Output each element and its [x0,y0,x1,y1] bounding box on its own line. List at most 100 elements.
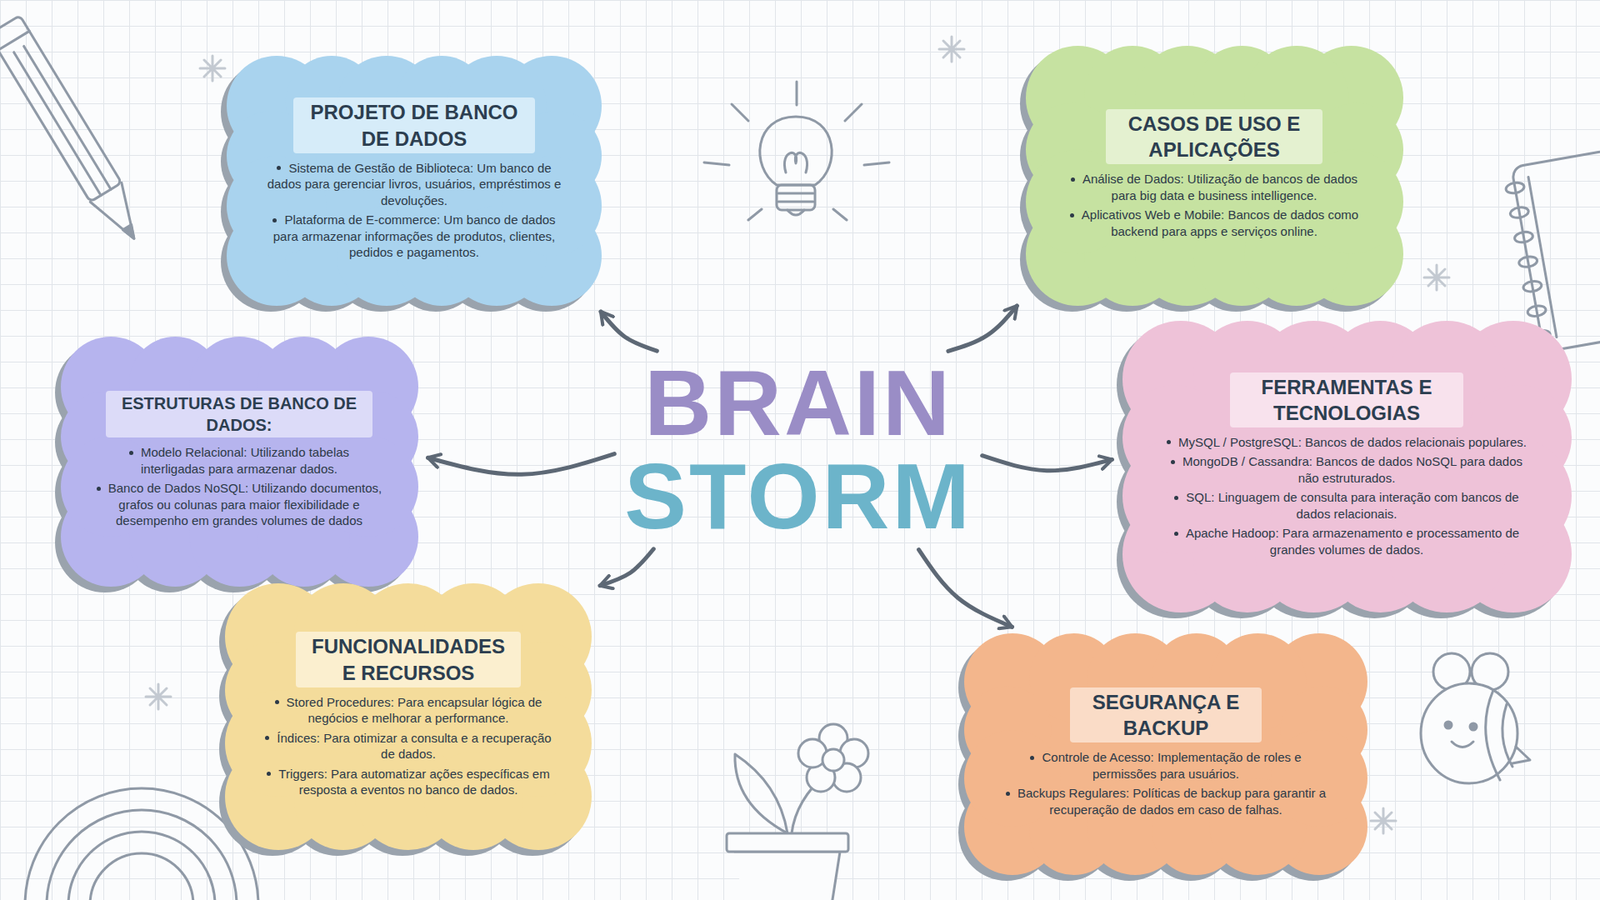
heading-row: PROJETO DE BANCO DE DADOS [262,97,566,153]
sparkle [1424,265,1450,290]
bullet-item: Controle de Acesso: Implementação de rol… [999,749,1333,782]
notebook-ring [1505,181,1525,195]
cloud-heading: FUNCIONALIDADES E RECURSOS [295,631,521,687]
heading-row: FUNCIONALIDADES E RECURSOS [263,631,554,687]
topic-cloud: CASOS DE USO E APLICAÇÕES Análise de Dado… [1025,45,1404,306]
cloud-heading: CASOS DE USO E APLICAÇÕES [1105,109,1323,165]
connector-arrow [919,550,1013,628]
cloud-lobe-group [225,583,592,850]
bullet-item: MongoDB / Cassandra: Bancos de dados NoS… [1164,453,1530,486]
bullet-dot [1166,440,1171,445]
bullet-item: SQL: Linguagem de consulta para interaçã… [1164,489,1530,522]
topic-cloud: FUNCIONALIDADES E RECURSOS Stored Procedu… [225,583,592,850]
pencil-body [0,15,122,203]
bullet-text: Stored Procedures: Para encapsular lógic… [286,695,543,726]
bullet-text: Sistema de Gestão de Biblioteca: Um banc… [267,160,562,208]
lightbulb-ray [795,81,799,105]
bullet-item: Análise de Dados: Utilização de bancos d… [1063,170,1366,204]
heading-row: FERRAMENTAS E TECNOLOGIAS [1164,372,1530,428]
notebook-ring [1522,280,1543,294]
flower-center [822,749,845,771]
cloud-heading: FERRAMENTAS E TECNOLOGIAS [1230,372,1464,428]
bullet-item: Stored Procedures: Para encapsular lógic… [263,694,554,727]
lightbulb-ray [833,209,847,220]
pencil-line [14,52,101,196]
bullet-item: Triggers: Para automatizar ações específ… [263,765,554,799]
notebook-cover [1511,150,1600,352]
notebook-ring [1526,304,1547,318]
bullet-dot [276,165,281,170]
topic-cloud: SEGURANÇA E BACKUP Controle de Acesso: Im… [964,633,1368,875]
bullet-item: Apache Hadoop: Para armazenamento e proc… [1164,525,1530,558]
bullet-item: Banco de Dados NoSQL: Utilizando documen… [96,480,383,530]
bullet-item: Sistema de Gestão de Biblioteca: Um banc… [262,160,566,210]
bee-stripe [1485,690,1500,780]
topic-cloud: PROJETO DE BANCO DE DADOS Sistema de Gest… [226,55,602,306]
cloud-content: SEGURANÇA E BACKUP Controle de Acesso: Im… [999,687,1333,821]
flower-pot [735,851,840,900]
heading-row: SEGURANÇA E BACKUP [999,687,1333,743]
cloud-content: CASOS DE USO E APLICAÇÕES Análise de Dado… [1063,109,1366,243]
bullet-text: Banco de Dados NoSQL: Utilizando documen… [108,480,383,528]
bullet-text: Apache Hadoop: Para armazenamento e proc… [1185,525,1520,557]
bullet-text: Modelo Relacional: Utilizando tabelas in… [140,445,350,476]
cloud-lobe-group [964,633,1368,875]
bullet-text: SQL: Linguagem de consulta para interaçã… [1185,490,1519,521]
bee-eye [1445,721,1452,729]
bullet-text: Plataforma de E-commerce: Um banco de da… [273,212,556,260]
cloud-lobe-group [60,336,419,587]
pencil-lead [122,225,139,242]
cloud-lobe [964,730,1061,827]
topic-cloud: FERRAMENTAS E TECNOLOGIAS MySQL / Postgre… [1122,320,1572,613]
lightbulb-ray [704,162,730,165]
bullet-item: Aplicativos Web e Mobile: Bancos de dado… [1063,206,1366,240]
bullet-dot [266,771,271,776]
central-word: STORM [624,450,972,544]
bullet-item: MySQL / PostgreSQL: Bancos de dados rela… [1164,434,1530,451]
topic-cloud: ESTRUTURAS DE BANCO DE DADOS:Modelo Rela… [60,336,419,587]
bullet-dot [275,700,280,705]
sparkle [1370,808,1396,834]
bullet-text: Índices: Para otimizar a consulta e a re… [276,730,551,762]
lightbulb-base [776,185,815,210]
bullet-text: Triggers: Para automatizar ações específ… [278,766,550,798]
sparkle [200,55,225,81]
connector-arrow [948,305,1018,351]
bullet-dot [1070,213,1075,218]
pencil-tip [90,182,150,248]
cloud-content: FERRAMENTAS E TECNOLOGIAS MySQL / Postgre… [1164,372,1530,562]
lightbulb-thread [778,200,814,204]
cloud-lobe [1270,730,1368,827]
bullet-dot [1174,531,1179,536]
plant-leaf [735,754,788,834]
lightbulb-tip [787,210,805,215]
bullet-dot [1005,791,1010,796]
bullet-text: MongoDB / Cassandra: Bancos de dados NoS… [1182,454,1523,485]
bullet-dot [272,218,277,223]
connector-arrow [427,454,615,475]
bullet-text: Análise de Dados: Utilização de bancos d… [1082,171,1358,203]
pencil-line [24,45,111,190]
bullet-dot [96,486,101,491]
bee-stripe [1502,704,1513,767]
connector-arrow [982,455,1113,471]
lightbulb-thread [778,192,814,195]
bullet-item: Plataforma de E-commerce: Um banco de da… [262,211,566,261]
lightbulb-ray [864,162,890,165]
lightbulb-ray [748,209,762,220]
rainbow-arc [46,810,237,900]
bullet-text: Aplicativos Web e Mobile: Bancos de dado… [1081,207,1359,239]
bullet-dot [1170,460,1175,465]
cloud-lobe-group [226,55,602,306]
bee-body [1420,683,1518,784]
bullet-dot [129,450,134,455]
bullet-dot [1030,755,1035,760]
bullet-dot [265,735,270,740]
notebook-ring [1514,230,1535,245]
central-topic: BRAINSTORM [624,356,972,544]
lightbulb-ray [731,104,749,121]
bullet-item: Backups Regulares: Políticas de backup p… [999,785,1333,818]
notebook-ring [1518,255,1539,269]
cloud-content: FUNCIONALIDADES E RECURSOS Stored Procedu… [263,631,554,801]
